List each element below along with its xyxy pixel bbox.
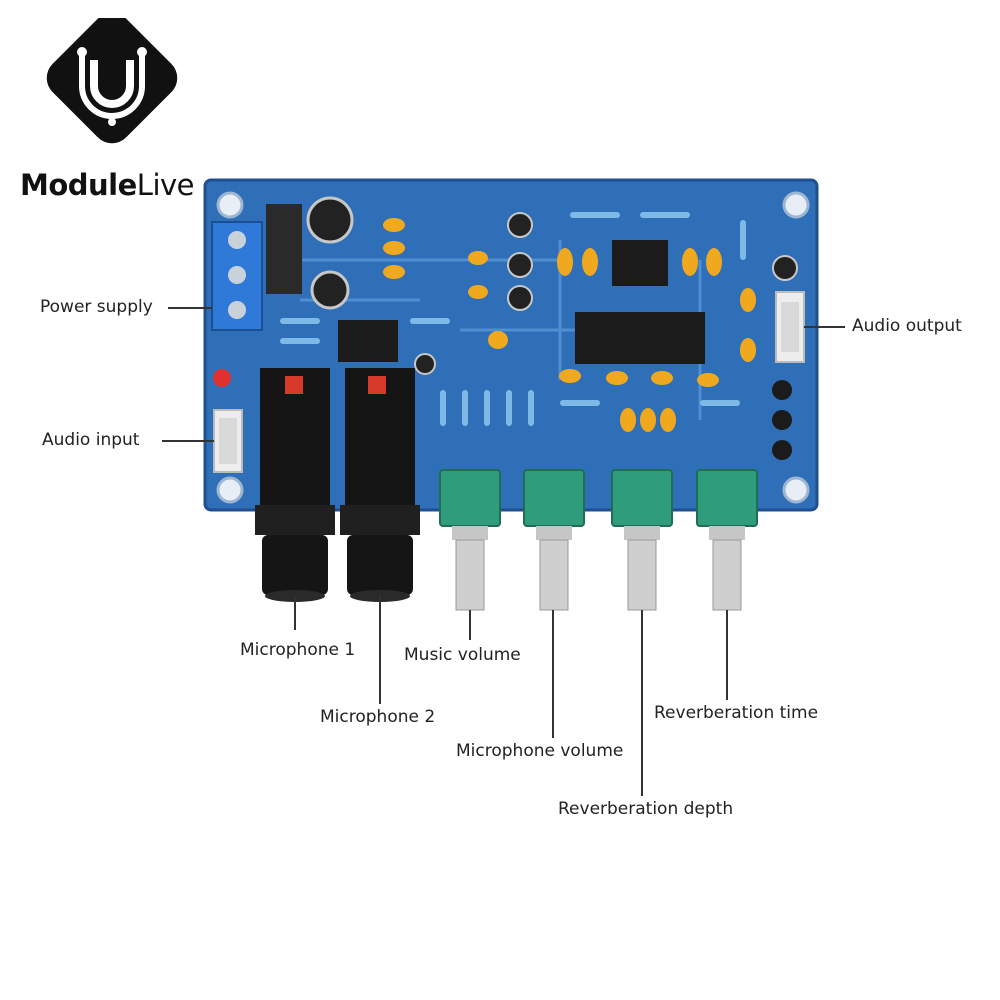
label-reverberation-time: Reverberation time — [654, 703, 819, 723]
potentiometer-music-volume — [439, 469, 501, 611]
potentiometer-reverberation-time — [696, 469, 758, 611]
label-music-volume: Music volume — [404, 645, 521, 665]
label-microphone-2: Microphone 2 — [320, 707, 436, 727]
audio-input-connector — [213, 409, 243, 473]
power-led — [213, 369, 231, 387]
potentiometer-reverberation-depth — [611, 469, 673, 611]
brand-name: ModuleLive — [20, 168, 195, 202]
potentiometer-microphone-volume — [523, 469, 585, 611]
label-microphone-volume: Microphone volume — [456, 741, 624, 761]
label-microphone-1: Microphone 1 — [240, 640, 356, 660]
leader-lines — [162, 307, 845, 796]
label-audio-input: Audio input — [42, 430, 140, 450]
label-audio-output: Audio output — [852, 316, 962, 336]
integrated-circuits — [338, 240, 705, 364]
brand-part-1: Module — [20, 168, 137, 202]
microphone-jack-2 — [340, 368, 420, 602]
audio-output-connector — [775, 291, 805, 363]
modulelive-logo — [28, 12, 198, 208]
electrolytic-capacitors — [306, 196, 798, 375]
brand-part-2: Live — [136, 168, 195, 202]
microphone-jack-1 — [255, 368, 335, 602]
label-reverberation-depth: Reverberation depth — [558, 799, 734, 819]
ceramic-capacitors — [383, 218, 756, 432]
transistors — [772, 380, 792, 460]
power-terminal — [211, 204, 302, 331]
circuit-u-icon — [46, 12, 178, 144]
resistors — [280, 212, 746, 426]
label-power-supply: Power supply — [40, 297, 153, 317]
